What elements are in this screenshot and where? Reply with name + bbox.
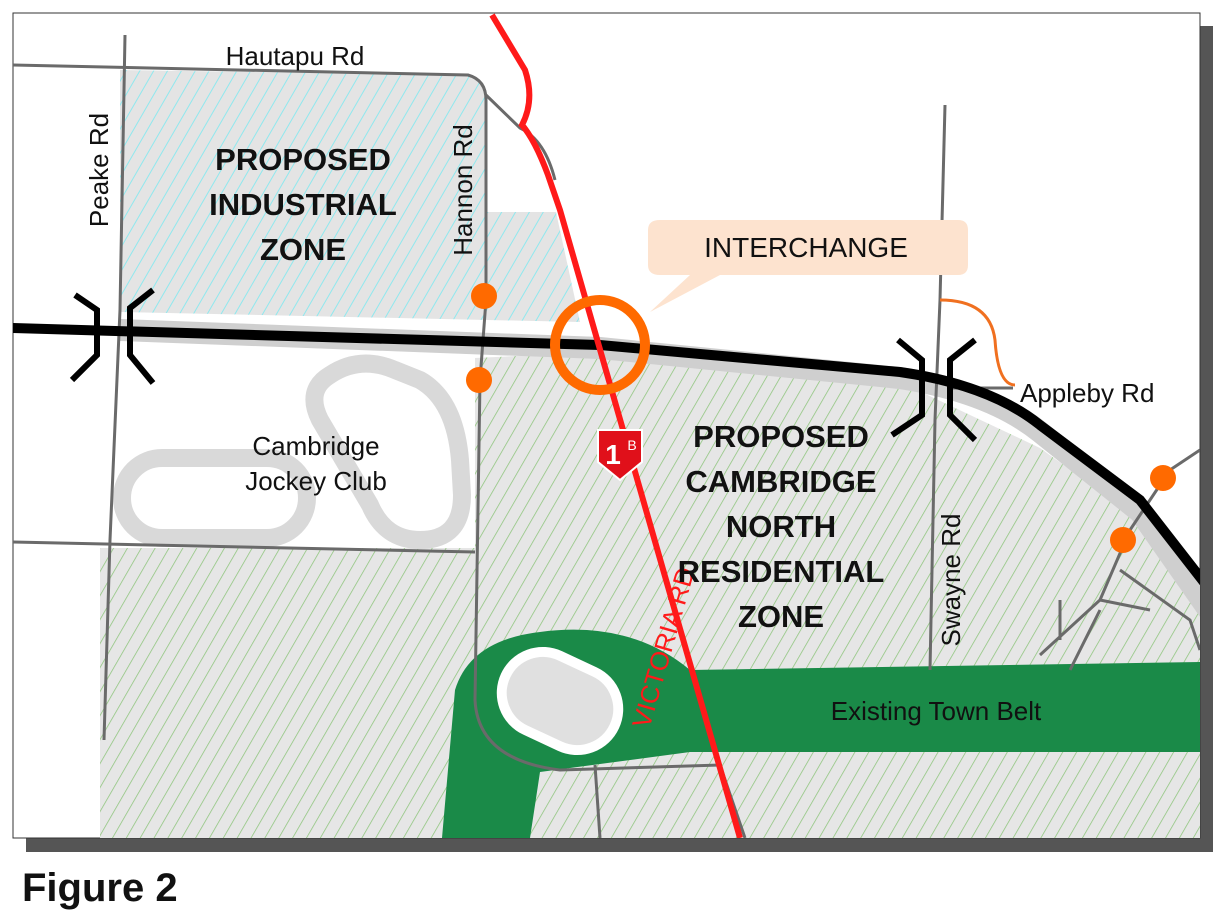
residential-zone-label-5: ZONE (738, 599, 824, 634)
town-belt-island (496, 646, 624, 756)
hautapu-rd-label: Hautapu Rd (226, 41, 365, 71)
industrial-zone-area (120, 70, 580, 322)
callout-label: INTERCHANGE (704, 232, 908, 263)
residential-zone-label-1: PROPOSED (693, 419, 869, 454)
swayne-rd-label: Swayne Rd (936, 514, 966, 647)
callout-bubble (648, 220, 968, 312)
town-belt-area (442, 629, 1200, 838)
residential-zone-label-2: CAMBRIDGE (685, 464, 876, 499)
interchange-circle-icon (550, 295, 650, 395)
industrial-zone-label-3: ZONE (260, 232, 346, 267)
local-roads (13, 34, 1200, 838)
hannon-rd-label: Hannon Rd (448, 124, 478, 256)
residential-zone-label-3: NORTH (726, 509, 836, 544)
residential-zone-label-4: RESIDENTIAL (678, 554, 885, 589)
appleby-rd-label: Appleby Rd (1020, 378, 1154, 408)
svg-text:1: 1 (605, 439, 621, 470)
orange-marker-icons (466, 283, 1176, 553)
jockey-club-label-1: Cambridge (252, 431, 379, 461)
industrial-zone-label-1: PROPOSED (215, 142, 391, 177)
jockey-club-label-2: Jockey Club (245, 466, 387, 496)
town-belt-label: Existing Town Belt (831, 696, 1042, 726)
motorway (13, 323, 1200, 586)
figure-caption: Figure 2 (22, 866, 178, 910)
svg-text:B: B (627, 437, 636, 453)
state-highway-shield-icon: 1 B (597, 429, 643, 482)
bridge-peake-rd (69, 287, 156, 385)
peake-rd-label: Peake Rd (84, 113, 114, 227)
victoria-road (489, 13, 743, 838)
jockey-club-tracks (113, 354, 472, 550)
appleby-connector (939, 298, 1016, 387)
bridge-swayne-rd (890, 337, 978, 443)
industrial-zone-label-2: INDUSTRIAL (209, 187, 397, 222)
motorway-verge (119, 319, 1200, 617)
